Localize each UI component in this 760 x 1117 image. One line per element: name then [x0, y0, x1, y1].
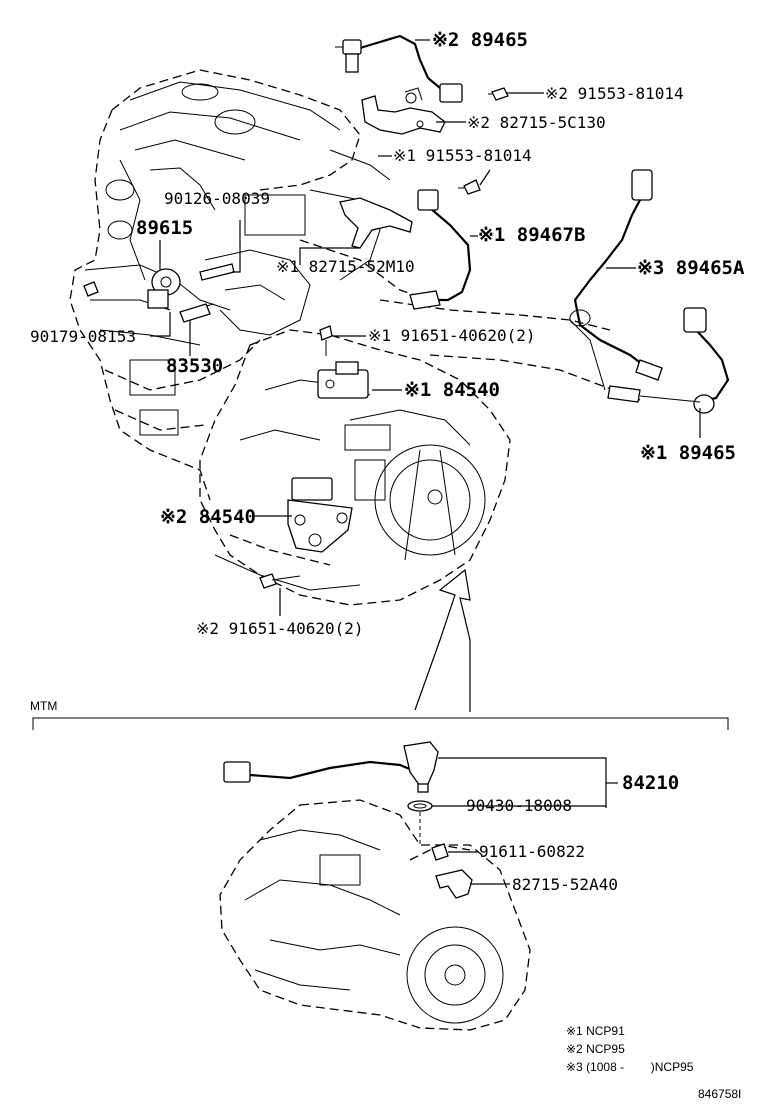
leader-lines-upper: [150, 39, 701, 616]
callout-83530: 83530: [166, 355, 223, 377]
bolt-91611-60822: [431, 843, 449, 861]
sensor-83530: [179, 303, 215, 323]
knock-sensor-89615: [147, 268, 181, 309]
switch-84540-ncp91: [317, 361, 369, 399]
callout-89467b: ※1 89467B: [478, 224, 585, 246]
callout-89465-right: ※1 89465: [640, 442, 736, 464]
nut-90179-08153: [83, 281, 99, 297]
legend: ※1 NCP91 ※2 NCP95 ※3 (1008 - )NCP95: [566, 1024, 694, 1074]
bracket-82715-5c130: [361, 87, 446, 135]
section-label-mtm: MTM: [30, 699, 57, 713]
bolt-90126-08039: [199, 263, 235, 281]
legend-ncp91: ※1 NCP91: [566, 1024, 625, 1038]
legend-ncp95-date: ※3 (1008 - )NCP95: [566, 1060, 694, 1074]
oxygen-sensor-89465-right: [607, 307, 730, 414]
oxygen-sensor-89465a: [573, 169, 663, 381]
callout-90126-08039: 90126-08039: [164, 189, 270, 208]
oxygen-sensor-89465-top: [335, 34, 463, 103]
callout-89465-top: ※2 89465: [432, 29, 528, 51]
callouts-upper: ※2 89465 ※2 91553-81014 ※2 82715-5C130 ※…: [30, 29, 745, 638]
callout-84540-ncp91: ※1 84540: [404, 379, 500, 401]
callout-82715-52m10: ※1 82715-52M10: [276, 257, 415, 276]
callout-91651-40620-ncp95: ※2 91651-40620(2): [196, 619, 364, 638]
bolt-91553-81014-mid: [458, 179, 481, 195]
switch-84540-ncp95: [287, 477, 353, 553]
callout-91651-40620-ncp91: ※1 91651-40620(2): [368, 326, 536, 345]
callout-82715-52a40: 82715-52A40: [512, 875, 618, 894]
callout-84540-ncp95: ※2 84540: [160, 506, 256, 528]
legend-ncp95: ※2 NCP95: [566, 1042, 625, 1056]
figure-id: 846758I: [698, 1087, 741, 1101]
callout-82715-5c130: ※2 82715-5C130: [467, 113, 606, 132]
bracket-82715-52a40: [435, 869, 473, 899]
bolt-91651-40620-ncp95: [259, 573, 301, 589]
manual-transmission-drawing: [219, 799, 531, 1031]
leader-lines-mtm: [419, 757, 618, 885]
callout-89465a: ※3 89465A: [637, 257, 745, 279]
oxygen-sensor-89467b: [339, 189, 472, 310]
callout-90179-08153: 90179-08153: [30, 327, 136, 346]
callout-91553-81014-ncp95: ※2 91553-81014: [545, 84, 684, 103]
callout-90430-18008: 90430-18008: [466, 796, 572, 815]
callout-89615: 89615: [136, 217, 193, 239]
callout-91611-60822: 91611-60822: [479, 842, 585, 861]
bolt-91651-40620-ncp91: [319, 325, 333, 356]
bolt-91553-81014-top: [488, 87, 509, 101]
callout-91553-81014-ncp91: ※1 91553-81014: [393, 146, 532, 165]
section-bracket: [32, 717, 729, 730]
callout-84210: 84210: [622, 772, 679, 794]
o-ring-90430-18008: [407, 800, 433, 812]
callouts-mtm: 84210 90430-18008 91611-60822 82715-52A4…: [466, 772, 679, 894]
speed-sensor-84210: [223, 741, 439, 793]
